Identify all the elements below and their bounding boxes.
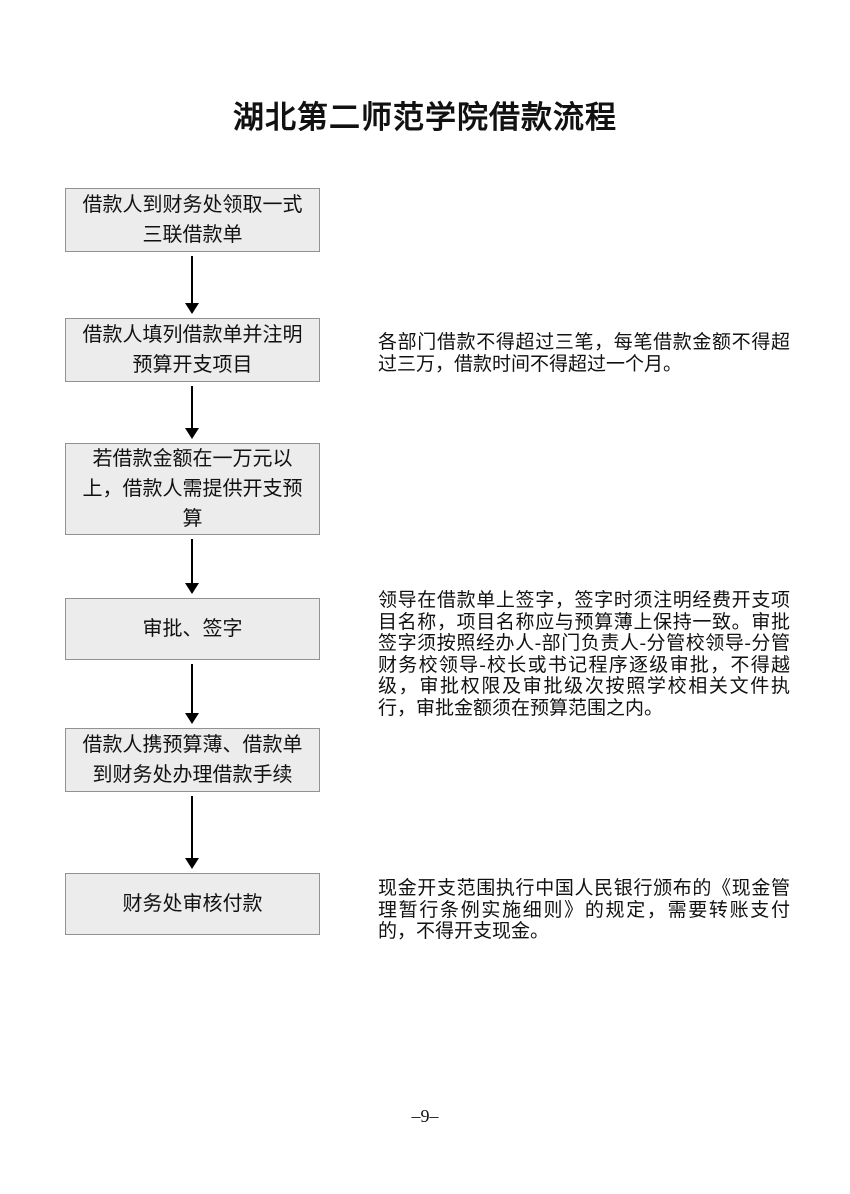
down-arrow-icon (185, 428, 199, 439)
flow-step-4: 审批、签字 (65, 598, 320, 660)
flow-step-4-label: 审批、签字 (142, 618, 243, 640)
arrow-line (191, 386, 193, 428)
down-arrow-icon (185, 303, 199, 314)
page-number: –9– (411, 1106, 439, 1126)
page-title: 湖北第二师范学院借款流程 (233, 100, 617, 135)
flow-step-3: 若借款金额在一万元以上，借款人需提供开支预算 (65, 443, 320, 535)
arrow-line (191, 539, 193, 583)
flow-step-5-label: 借款人携预算薄、借款单到财务处办理借款手续 (82, 734, 303, 786)
arrow-line (191, 796, 193, 858)
flow-arrow-2 (184, 386, 200, 439)
flow-step-1-label: 借款人到财务处领取一式三联借款单 (82, 194, 303, 246)
flow-step-1: 借款人到财务处领取一式三联借款单 (65, 188, 320, 252)
annotation-cash-payment-rules: 现金开支范围执行中国人民银行颁布的《现金管理暂行条例实施细则》的规定，需要转账支… (378, 878, 790, 942)
arrow-line (191, 256, 193, 303)
flow-arrow-1 (184, 256, 200, 314)
down-arrow-icon (185, 858, 199, 869)
flow-step-2: 借款人填列借款单并注明预算开支项目 (65, 318, 320, 382)
arrow-line (191, 664, 193, 713)
flow-step-6: 财务处审核付款 (65, 873, 320, 935)
annotation-borrow-limits: 各部门借款不得超过三笔，每笔借款金额不得超过三万，借款时间不得超过一个月。 (378, 332, 790, 375)
flow-arrow-5 (184, 796, 200, 869)
flow-step-6-label: 财务处审核付款 (122, 893, 263, 915)
flow-step-2-label: 借款人填列借款单并注明预算开支项目 (82, 324, 303, 376)
flow-step-5: 借款人携预算薄、借款单到财务处办理借款手续 (65, 728, 320, 792)
flow-arrow-3 (184, 539, 200, 594)
annotation-approval-rules: 领导在借款单上签字，签字时须注明经费开支项目名称，项目名称应与预算薄上保持一致。… (378, 590, 790, 719)
down-arrow-icon (185, 713, 199, 724)
flow-arrow-4 (184, 664, 200, 724)
down-arrow-icon (185, 583, 199, 594)
flow-step-3-label: 若借款金额在一万元以上，借款人需提供开支预算 (82, 448, 303, 530)
